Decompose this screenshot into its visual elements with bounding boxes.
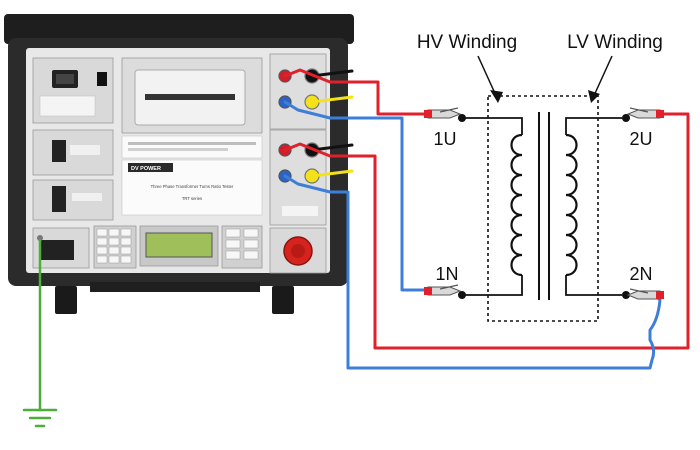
- lv-bottom-wire: [565, 275, 622, 296]
- printer-slot[interactable]: [145, 94, 235, 100]
- terminal-label-1u: 1U: [433, 129, 456, 149]
- terminal-label-2n: 2N: [629, 264, 652, 284]
- yellow-lead-2: [310, 169, 354, 178]
- transformer: [458, 95, 630, 322]
- comm-port-icon[interactable]: [52, 186, 66, 212]
- hv-lead-2u: [283, 112, 690, 350]
- hv-top-wire: [465, 117, 523, 135]
- hv-winding-coil: [510, 133, 523, 277]
- clamp-1n[interactable]: [424, 284, 462, 296]
- panel-model: TRT series: [182, 196, 202, 201]
- lv-top-wire: [565, 117, 622, 135]
- usb-port-icon[interactable]: [52, 140, 66, 162]
- power-switch-icon[interactable]: [97, 72, 107, 86]
- brand-logo-icon: [128, 163, 173, 172]
- terminal-label-1n: 1N: [435, 264, 458, 284]
- black-lead-2: [310, 143, 354, 152]
- hv-winding-label: HV Winding: [417, 32, 517, 53]
- hv-bottom-wire: [465, 275, 523, 296]
- ground-terminal-icon[interactable]: [40, 240, 74, 260]
- clamp-1u[interactable]: [424, 107, 462, 119]
- ground-icon: [22, 408, 58, 428]
- terminal-dot-1u: [458, 114, 466, 122]
- clamp-2n[interactable]: [626, 288, 664, 300]
- case-foot-right: [272, 286, 294, 314]
- lv-winding-label: LV Winding: [567, 32, 663, 53]
- lv-pointer-arrow: [588, 55, 613, 103]
- terminal-dot-1n: [458, 291, 466, 299]
- test-leads: [38, 68, 690, 412]
- lv-winding-coil: [565, 133, 578, 277]
- terminal-label-2u: 2U: [629, 129, 652, 149]
- test-instrument: DV POWER Three Phase Transformer Turns R…: [4, 14, 354, 314]
- keypad-keys[interactable]: [96, 228, 132, 264]
- hv-pointer-arrow: [477, 55, 503, 103]
- case-foot-left: [55, 286, 77, 314]
- lv-lead-2n: [283, 174, 662, 370]
- terminal-block-upper: [269, 53, 327, 130]
- black-lead-1: [310, 69, 354, 78]
- terminal-dot-2u: [622, 114, 630, 122]
- lcd-display-icon: [145, 232, 213, 258]
- panel-title: Three Phase Transformer Turns Ratio Test…: [151, 184, 234, 189]
- clamp-2u[interactable]: [626, 107, 664, 119]
- transformer-enclosure: [487, 95, 599, 322]
- case-bottom-rail: [90, 282, 260, 292]
- nav-keys[interactable]: [225, 228, 259, 260]
- brand-name: DV POWER: [131, 166, 161, 172]
- info-label: [121, 135, 263, 159]
- hv-lead-1u: [283, 68, 430, 116]
- case-lid: [4, 14, 354, 44]
- terminal-dot-2n: [622, 291, 630, 299]
- lv-lead-1n: [283, 100, 430, 292]
- yellow-lead-1: [310, 95, 354, 104]
